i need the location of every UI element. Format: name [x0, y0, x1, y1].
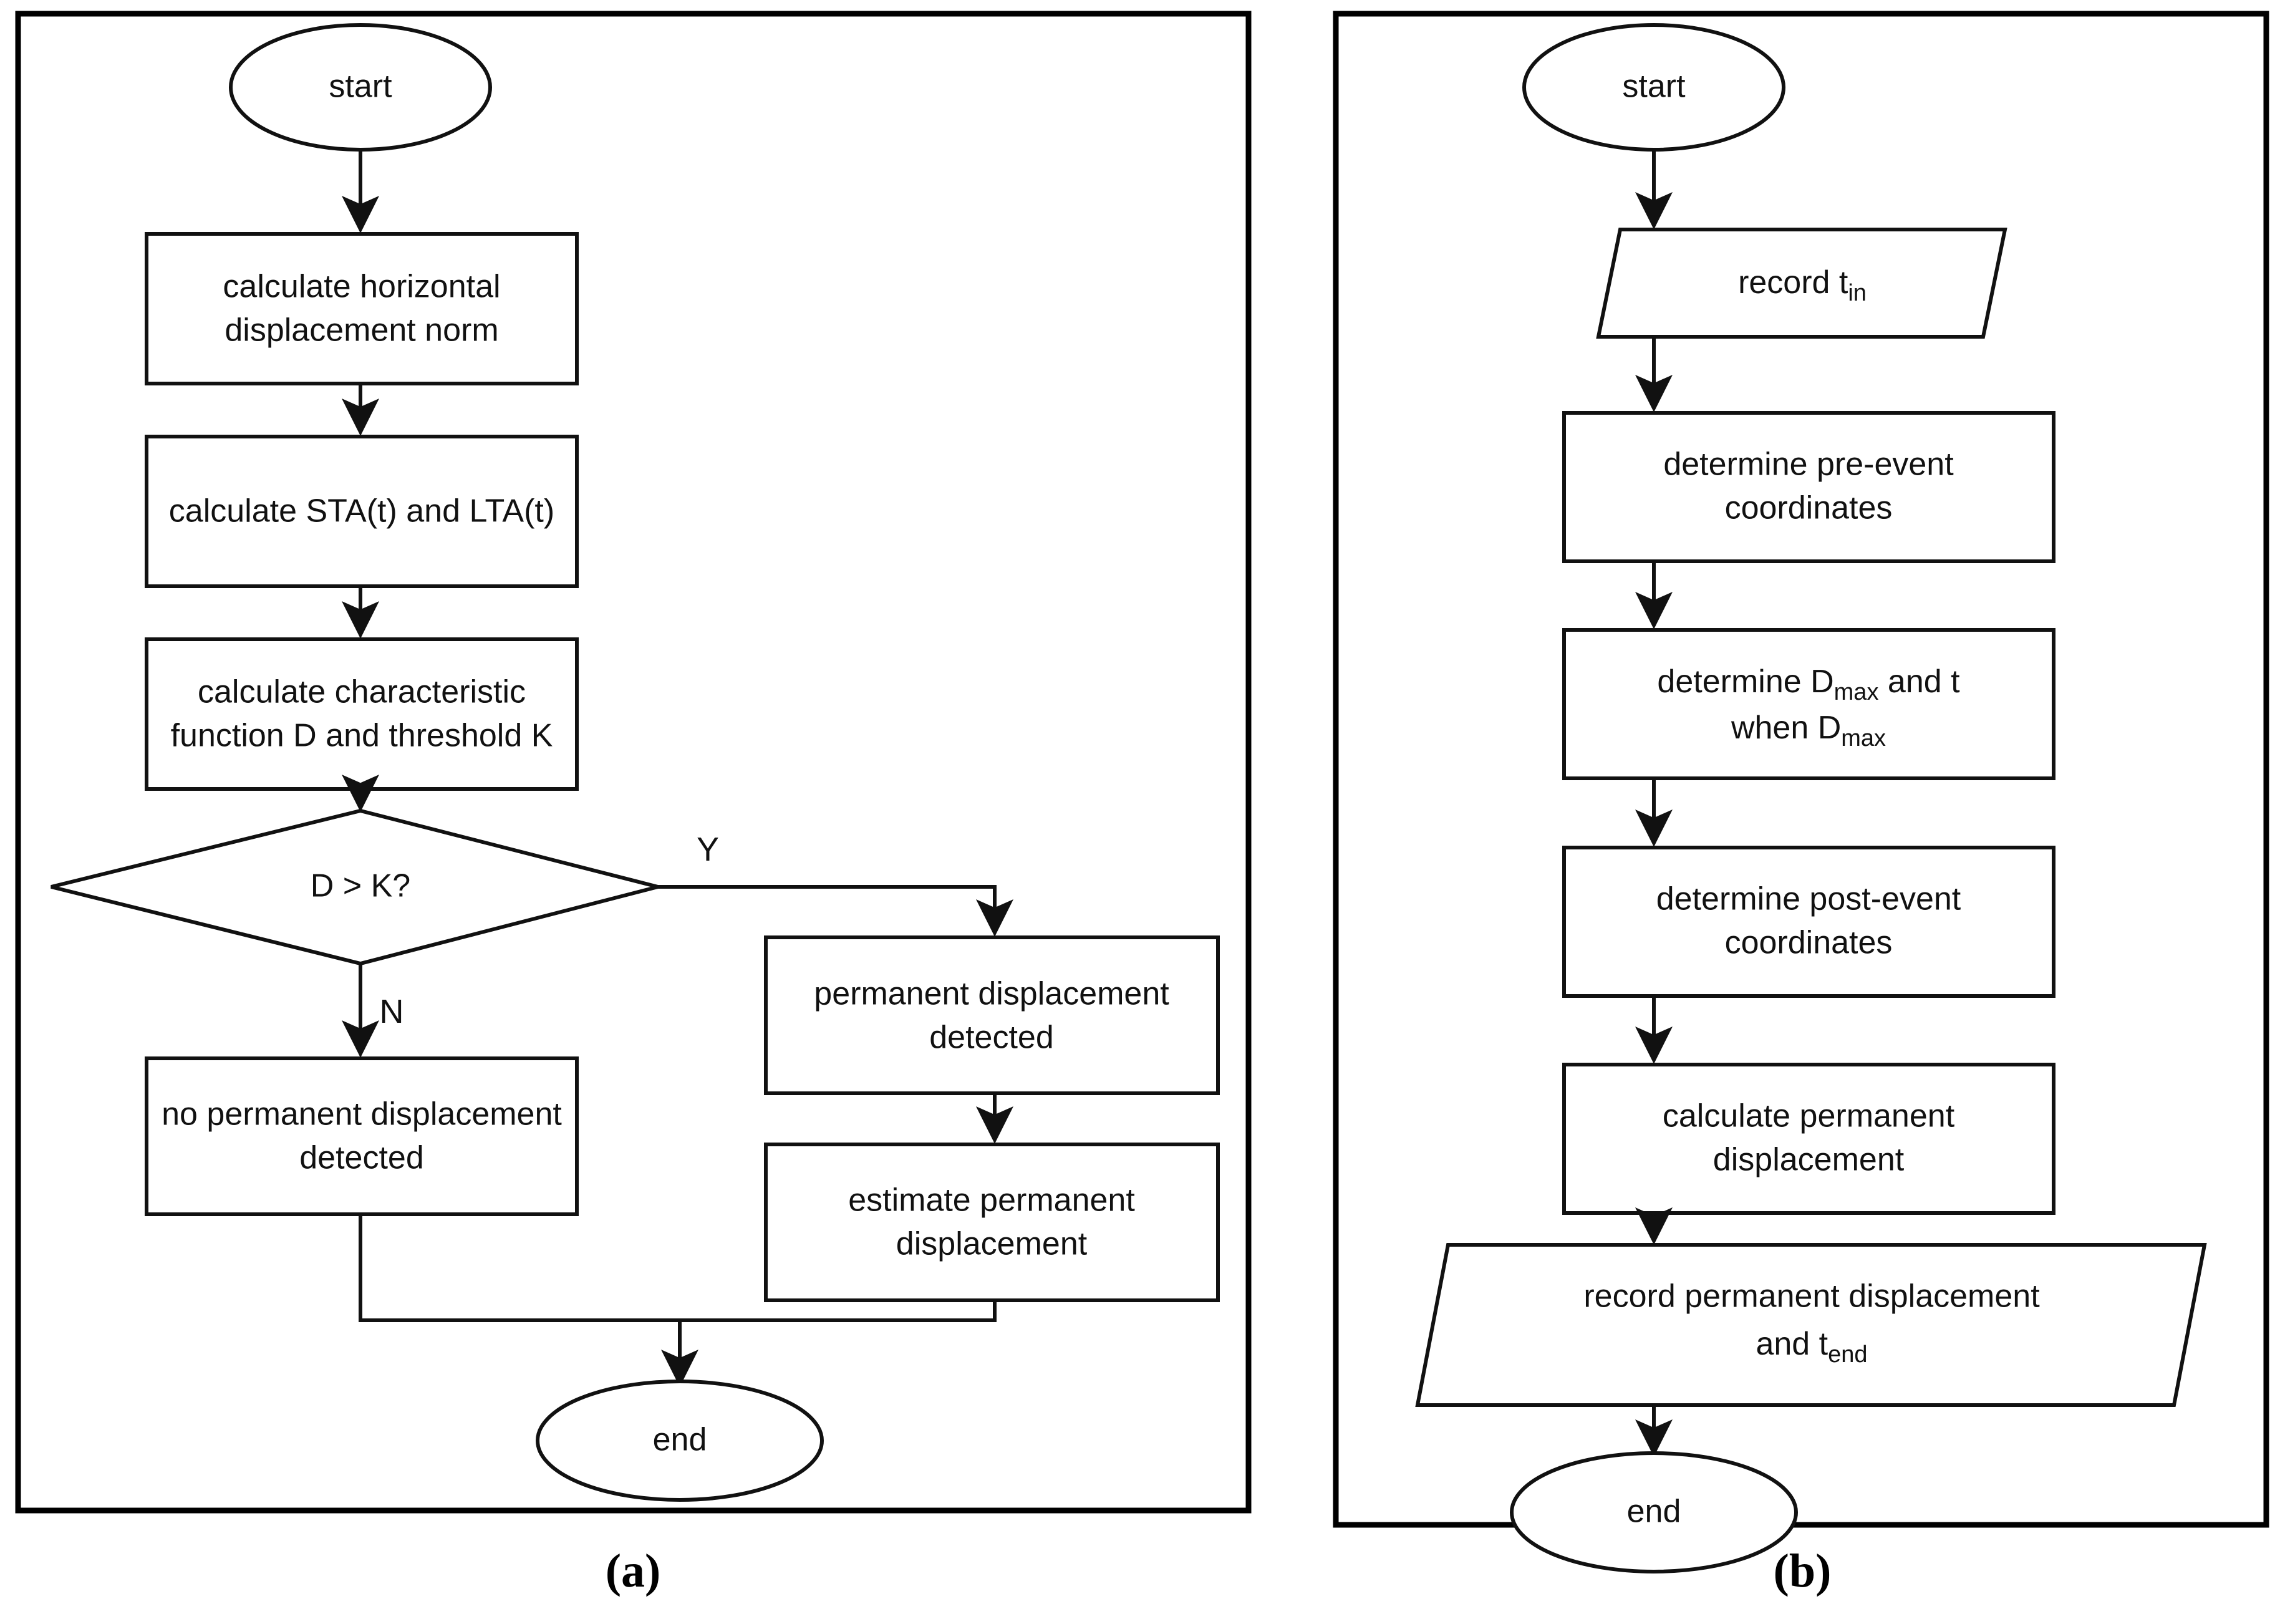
io-parallelogram-1b [1596, 228, 2007, 339]
node-record-t-in[interactable]: record tin [1596, 228, 2007, 339]
node-calculate-horizontal-displacement-norm[interactable]: calculate horizontal displacement norm [145, 232, 579, 385]
node-label-preevent-line1: determine pre-event [1663, 447, 1954, 483]
node-label-sta-lta: calculate STA(t) and LTA(t) [169, 493, 554, 529]
panel-caption-b: (b) [1773, 1545, 1832, 1597]
node-calculate-sta-lta[interactable]: calculate STA(t) and LTA(t) [145, 435, 579, 588]
process-box-1a [145, 232, 579, 385]
node-label-dmax-line2: when Dmax [1731, 710, 1886, 752]
node-label-charfunc-line2: function D and threshold K [171, 718, 553, 754]
node-label-start-b: start [1622, 69, 1686, 105]
node-label-no-pd-line1: no permanent displacement [162, 1096, 562, 1133]
edge-decision-yes [658, 885, 1013, 937]
node-label-start-a: start [329, 69, 392, 105]
recordpd-line2-main: and t [1756, 1326, 1828, 1362]
node-label-pd-line1: permanent displacement [814, 976, 1169, 1012]
node-label-postevent-line1: determine post-event [1656, 881, 1961, 917]
node-label-postevent-line2: coordinates [1725, 925, 1893, 961]
node-label-dmax-line1: determine Dmax and t [1657, 664, 1960, 705]
node-label-estimate-line1: estimate permanent [848, 1182, 1135, 1219]
node-label-pd-line2: detected [929, 1020, 1054, 1056]
process-box-1b [1562, 411, 2055, 563]
node-determine-post-event-coordinates[interactable]: determine post-event coordinates [1562, 846, 2055, 998]
node-label-calc-norm-line1: calculate horizontal [223, 269, 500, 305]
dmax-line2-sub: max [1841, 725, 1886, 752]
end-ellipse-b [1510, 1451, 1798, 1573]
edge-estimate-merge [680, 1300, 997, 1322]
node-label-record-tin: record tin [1738, 264, 1867, 306]
record-tin-sub: in [1848, 280, 1867, 306]
node-label-no-pd-line2: detected [299, 1140, 424, 1176]
node-label-estimate-line2: displacement [896, 1226, 1088, 1262]
node-determine-dmax-and-t[interactable]: determine Dmax and t when Dmax [1562, 628, 2055, 780]
node-label-decision: D > K? [311, 868, 410, 904]
panel-b: start record tin determine pre-event coo… [1333, 11, 2269, 1573]
node-label-preevent-line2: coordinates [1725, 490, 1893, 526]
node-label-calc-norm-line2: displacement norm [225, 312, 498, 349]
node-permanent-displacement-detected[interactable]: permanent displacement detected [764, 935, 1220, 1095]
end-ellipse-a [536, 1380, 824, 1502]
record-tin-main: record t [1738, 264, 1848, 301]
process-box-4b [1562, 1063, 2055, 1215]
node-estimate-permanent-displacement[interactable]: estimate permanent displacement [764, 1143, 1220, 1302]
node-label-calcpd-line2: displacement [1713, 1142, 1905, 1178]
io-parallelogram-2b [1415, 1243, 2207, 1407]
node-determine-pre-event-coordinates[interactable]: determine pre-event coordinates [1562, 411, 2055, 563]
node-label-recordpd-line1: record permanent displacement [1583, 1278, 2040, 1315]
dmax-line1-sub: max [1834, 679, 1879, 705]
process-box-3a [145, 637, 579, 791]
node-label-recordpd-line2: and tend [1756, 1326, 1867, 1368]
node-end-b[interactable]: end [1510, 1451, 1798, 1573]
dmax-line1-a: determine D [1657, 664, 1833, 700]
node-label-charfunc-line1: calculate characteristic [198, 674, 526, 710]
process-box-3b [1562, 846, 2055, 998]
panel-a: start calculate horizontal displacement … [15, 11, 1252, 1514]
node-no-permanent-displacement-detected[interactable]: no permanent displacement detected [145, 1056, 579, 1216]
process-box-4a [145, 1056, 579, 1216]
node-calculate-characteristic-function[interactable]: calculate characteristic function D and … [145, 637, 579, 791]
dmax-line2-a: when D [1731, 710, 1841, 746]
process-box-6a [764, 1143, 1220, 1302]
dmax-line1-b: and t [1878, 664, 1960, 700]
node-decision-d-gt-k[interactable]: D > K? [51, 808, 659, 966]
node-calculate-permanent-displacement[interactable]: calculate permanent displacement [1562, 1063, 2055, 1215]
node-start-a[interactable]: start [229, 23, 492, 152]
node-label-calcpd-line1: calculate permanent [1663, 1098, 1955, 1134]
branch-label-no: N [380, 993, 404, 1030]
process-box-2b [1562, 628, 2055, 780]
node-label-end-b: end [1627, 1494, 1681, 1530]
node-end-a[interactable]: end [536, 1380, 824, 1502]
branch-label-yes: Y [697, 831, 719, 868]
panel-caption-a: (a) [605, 1545, 661, 1597]
recordpd-line2-sub: end [1828, 1341, 1867, 1368]
node-start-b[interactable]: start [1522, 23, 1785, 152]
node-record-permanent-displacement-and-t-end[interactable]: record permanent displacement and tend [1415, 1243, 2207, 1407]
edge-no-pd-merge [359, 1214, 680, 1322]
process-box-5a [764, 935, 1220, 1095]
node-label-end-a: end [653, 1422, 707, 1458]
